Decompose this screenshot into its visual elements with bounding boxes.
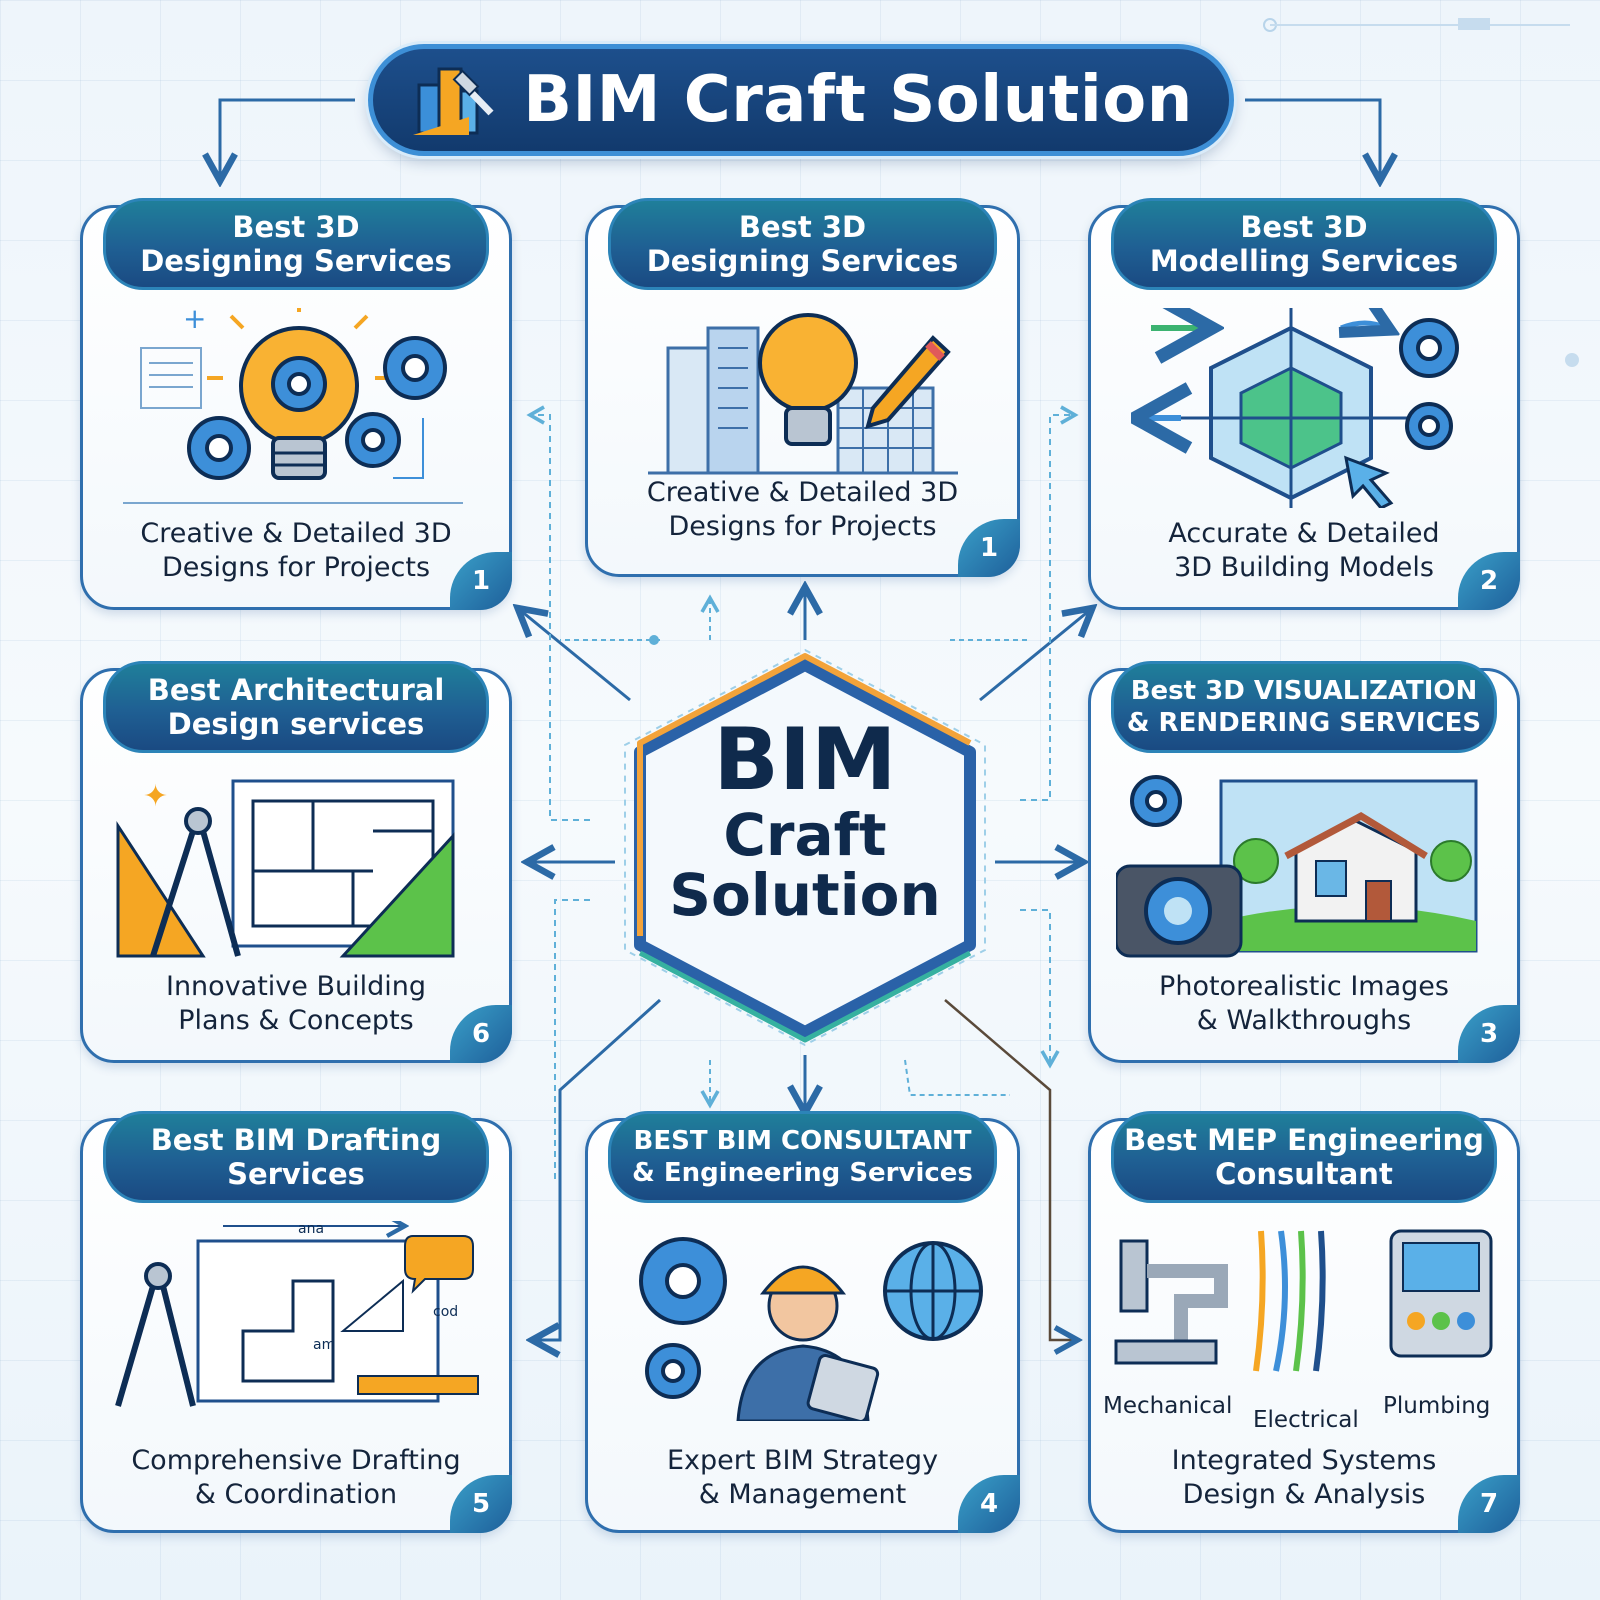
card-bim-drafting[interactable]: Best BIM Drafting Services ana cod am Co… bbox=[80, 1111, 512, 1533]
buildings-hammer-icon bbox=[413, 67, 494, 135]
cube-model-icon bbox=[1171, 308, 1411, 508]
card-title: Best MEP Engineering Consultant bbox=[1111, 1111, 1497, 1203]
consultant-illustration bbox=[639, 1237, 983, 1421]
hub-line-3: Solution bbox=[669, 861, 941, 929]
card-3d-modelling[interactable]: Best 3D Modelling Services Accurate & De… bbox=[1088, 198, 1520, 610]
gear-icon bbox=[187, 336, 447, 480]
card-description: Creative & Detailed 3D Designs for Proje… bbox=[646, 477, 959, 542]
lightbulb-icon bbox=[758, 313, 858, 446]
card-description: Comprehensive Drafting & Coordination bbox=[131, 1445, 461, 1510]
compass-icon bbox=[115, 1262, 196, 1407]
hub-line-1: BIM bbox=[713, 710, 897, 810]
card-description: Accurate & Detailed 3D Building Models bbox=[1168, 518, 1440, 583]
buildings-lightbulb-pencil-illustration bbox=[648, 313, 958, 475]
card-description: Expert BIM Strategy & Management bbox=[666, 1445, 939, 1510]
drafting-illustration: ana cod am bbox=[115, 1221, 479, 1407]
card-title: Best 3D Designing Services bbox=[103, 198, 489, 290]
gear-icon bbox=[1130, 775, 1182, 827]
pipe-icon bbox=[1114, 1239, 1228, 1365]
card-description: Photorealistic Images & Walkthroughs bbox=[1159, 971, 1449, 1036]
pencil-icon bbox=[865, 335, 951, 429]
gear-icon bbox=[1399, 318, 1459, 450]
dimension-label: cod bbox=[433, 1304, 458, 1320]
house-icon bbox=[1284, 811, 1428, 923]
card-mep-engineering[interactable]: Best MEP Engineering Consultant Mechanic… bbox=[1088, 1111, 1520, 1533]
speech-bubble-icon bbox=[404, 1235, 474, 1294]
card-description: Innovative Building Plans & Concepts bbox=[165, 971, 427, 1036]
card-title: BEST BIM CONSULTANT & Engineering Servic… bbox=[608, 1111, 997, 1203]
card-title: Best BIM Drafting Services bbox=[103, 1111, 489, 1203]
card-description: Integrated Systems Design & Analysis bbox=[1171, 1445, 1437, 1510]
camera-icon bbox=[1116, 864, 1243, 958]
svg-text:+: + bbox=[183, 308, 206, 335]
card-3d-designing-center[interactable]: Best 3D Designing Services Creative & De… bbox=[585, 198, 1020, 577]
card-title: Best Architectural Design services bbox=[103, 661, 489, 753]
hub-line-2: Craft bbox=[723, 801, 887, 869]
mep-labels: Mechanical Electrical Plumbing bbox=[1091, 1393, 1517, 1433]
card-title: Best 3D Designing Services bbox=[608, 198, 997, 290]
label-electrical: Electrical bbox=[1253, 1407, 1359, 1433]
card-description: Creative & Detailed 3D Designs for Proje… bbox=[140, 518, 452, 583]
page-title: BIM Craft Solution bbox=[523, 63, 1193, 137]
lightbulb-gears-illustration: + bbox=[123, 308, 463, 504]
control-panel-icon bbox=[1389, 1229, 1493, 1358]
engineer-icon bbox=[736, 1265, 880, 1421]
card-architectural-design[interactable]: Best Architectural Design services ✦ Inn… bbox=[80, 661, 512, 1063]
dimension-label: ana bbox=[298, 1221, 324, 1237]
card-bim-consultant[interactable]: BEST BIM CONSULTANT & Engineering Servic… bbox=[585, 1111, 1020, 1533]
card-title: Best 3D VISUALIZATION & RENDERING SERVIC… bbox=[1111, 661, 1497, 753]
triangle-ruler-icon bbox=[339, 832, 455, 958]
cursor-icon bbox=[1344, 455, 1394, 508]
center-hub: BIM Craft Solution bbox=[620, 715, 990, 925]
triangle-ruler-icon bbox=[116, 820, 206, 958]
mep-illustration bbox=[1114, 1229, 1493, 1372]
dimension-label: am bbox=[313, 1337, 335, 1353]
card-3d-designing-left[interactable]: Best 3D Designing Services + Creative & … bbox=[80, 198, 512, 610]
globe-icon bbox=[883, 1241, 983, 1341]
architectural-tools-illustration: ✦ bbox=[116, 779, 455, 958]
gear-icon bbox=[639, 1237, 727, 1399]
card-number-badge: 7 bbox=[1458, 1475, 1520, 1533]
card-3d-visualization[interactable]: Best 3D VISUALIZATION & RENDERING SERVIC… bbox=[1088, 661, 1520, 1063]
label-plumbing: Plumbing bbox=[1383, 1393, 1491, 1419]
card-title: Best 3D Modelling Services bbox=[1111, 198, 1497, 290]
label-mechanical: Mechanical bbox=[1103, 1393, 1233, 1419]
compass-icon bbox=[150, 807, 241, 957]
cube-model-illustration bbox=[1131, 308, 1459, 508]
cables-icon bbox=[1253, 1230, 1326, 1372]
title-banner: BIM Craft Solution bbox=[368, 44, 1234, 156]
rendering-illustration bbox=[1116, 775, 1478, 958]
svg-text:✦: ✦ bbox=[143, 779, 168, 814]
